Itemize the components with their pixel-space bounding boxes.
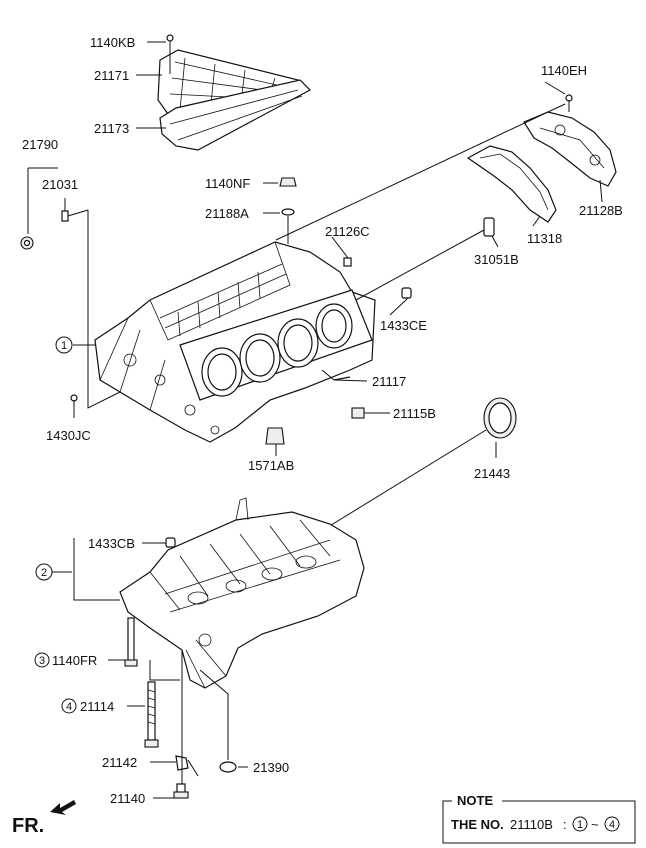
label-21171: 21171 <box>94 68 129 83</box>
bolt-1140eh[interactable] <box>565 94 573 112</box>
label-21114: 21114 <box>80 699 114 714</box>
label-1571ab: 1571AB <box>248 458 294 473</box>
label-1433ce: 1433CE <box>380 318 427 333</box>
label-11318: 11318 <box>527 231 562 246</box>
note-colon: : <box>563 817 567 832</box>
label-21142: 21142 <box>102 755 137 770</box>
label-21031: 21031 <box>42 177 78 192</box>
label-1433cb: 1433CB <box>88 536 135 551</box>
bolt-21114[interactable] <box>144 681 159 748</box>
bolt-1140fr[interactable] <box>124 617 138 667</box>
circled-2: 2 <box>35 563 53 581</box>
note-part-no: 21110B <box>510 817 553 832</box>
label-1140fr: 1140FR <box>52 653 97 668</box>
circled-1: 1 <box>55 336 73 354</box>
svg-text:1: 1 <box>61 340 67 352</box>
pin-1433ce[interactable] <box>401 287 412 299</box>
note-prefix: THE NO. <box>451 817 504 832</box>
rear-oil-seal-21443[interactable] <box>483 397 517 439</box>
note-from: 1 <box>577 819 583 831</box>
label-21443: 21443 <box>474 466 510 481</box>
o-ring-21188a[interactable] <box>281 208 295 216</box>
label-21173: 21173 <box>94 121 129 136</box>
plug-21126c[interactable] <box>343 257 352 267</box>
label-21188a: 21188A <box>205 206 249 221</box>
timing-cover-21128b[interactable] <box>523 111 617 187</box>
svg-text:3: 3 <box>39 655 45 667</box>
cylinder-block[interactable] <box>94 241 376 443</box>
label-21115b: 21115B <box>393 406 436 421</box>
pin-1433cb[interactable] <box>165 537 176 548</box>
label-21128b: 21128B <box>579 203 623 218</box>
bolt-21140[interactable] <box>173 783 189 799</box>
label-21117: 21117 <box>372 374 406 389</box>
svg-text:2: 2 <box>41 567 47 579</box>
label-21140: 21140 <box>110 791 145 806</box>
label-21390: 21390 <box>253 760 289 775</box>
svg-text:4: 4 <box>66 701 72 713</box>
plug-1571ab[interactable] <box>265 427 285 445</box>
label-21790: 21790 <box>22 137 58 152</box>
label-1140nf: 1140NF <box>205 176 250 191</box>
front-direction-label: FR. <box>12 815 44 837</box>
sensor-21115b[interactable] <box>351 407 365 419</box>
note-title: NOTE <box>457 793 493 808</box>
label-31051b: 31051B <box>474 252 519 267</box>
plug-1140nf[interactable] <box>279 177 297 187</box>
bedplate-lower-crankcase[interactable] <box>119 497 365 689</box>
gasket-21390[interactable] <box>219 761 237 773</box>
note-tilde: ~ <box>591 817 599 832</box>
dowel-31051b[interactable] <box>483 217 495 237</box>
head-cover-gasket-21173[interactable] <box>159 79 311 151</box>
label-21126c: 21126C <box>325 224 370 239</box>
circled-4: 4 <box>61 698 77 714</box>
label-1430jc: 1430JC <box>46 428 91 443</box>
oil-jet-21142[interactable] <box>175 755 199 777</box>
pin-21031[interactable] <box>61 210 69 222</box>
label-1140eh: 1140EH <box>541 63 587 78</box>
front-arrow-icon <box>50 800 76 815</box>
seal-21117[interactable] <box>333 376 351 381</box>
note-box: NOTE THE NO. 21110B : 1 ~ 4 <box>442 793 636 844</box>
gasket-11318[interactable] <box>466 145 557 223</box>
bolt-1140kb[interactable] <box>166 34 174 74</box>
note-to: 4 <box>609 819 615 831</box>
seal-21790[interactable] <box>20 236 34 250</box>
circled-3: 3 <box>34 652 50 668</box>
label-1140kb: 1140KB <box>90 35 135 50</box>
